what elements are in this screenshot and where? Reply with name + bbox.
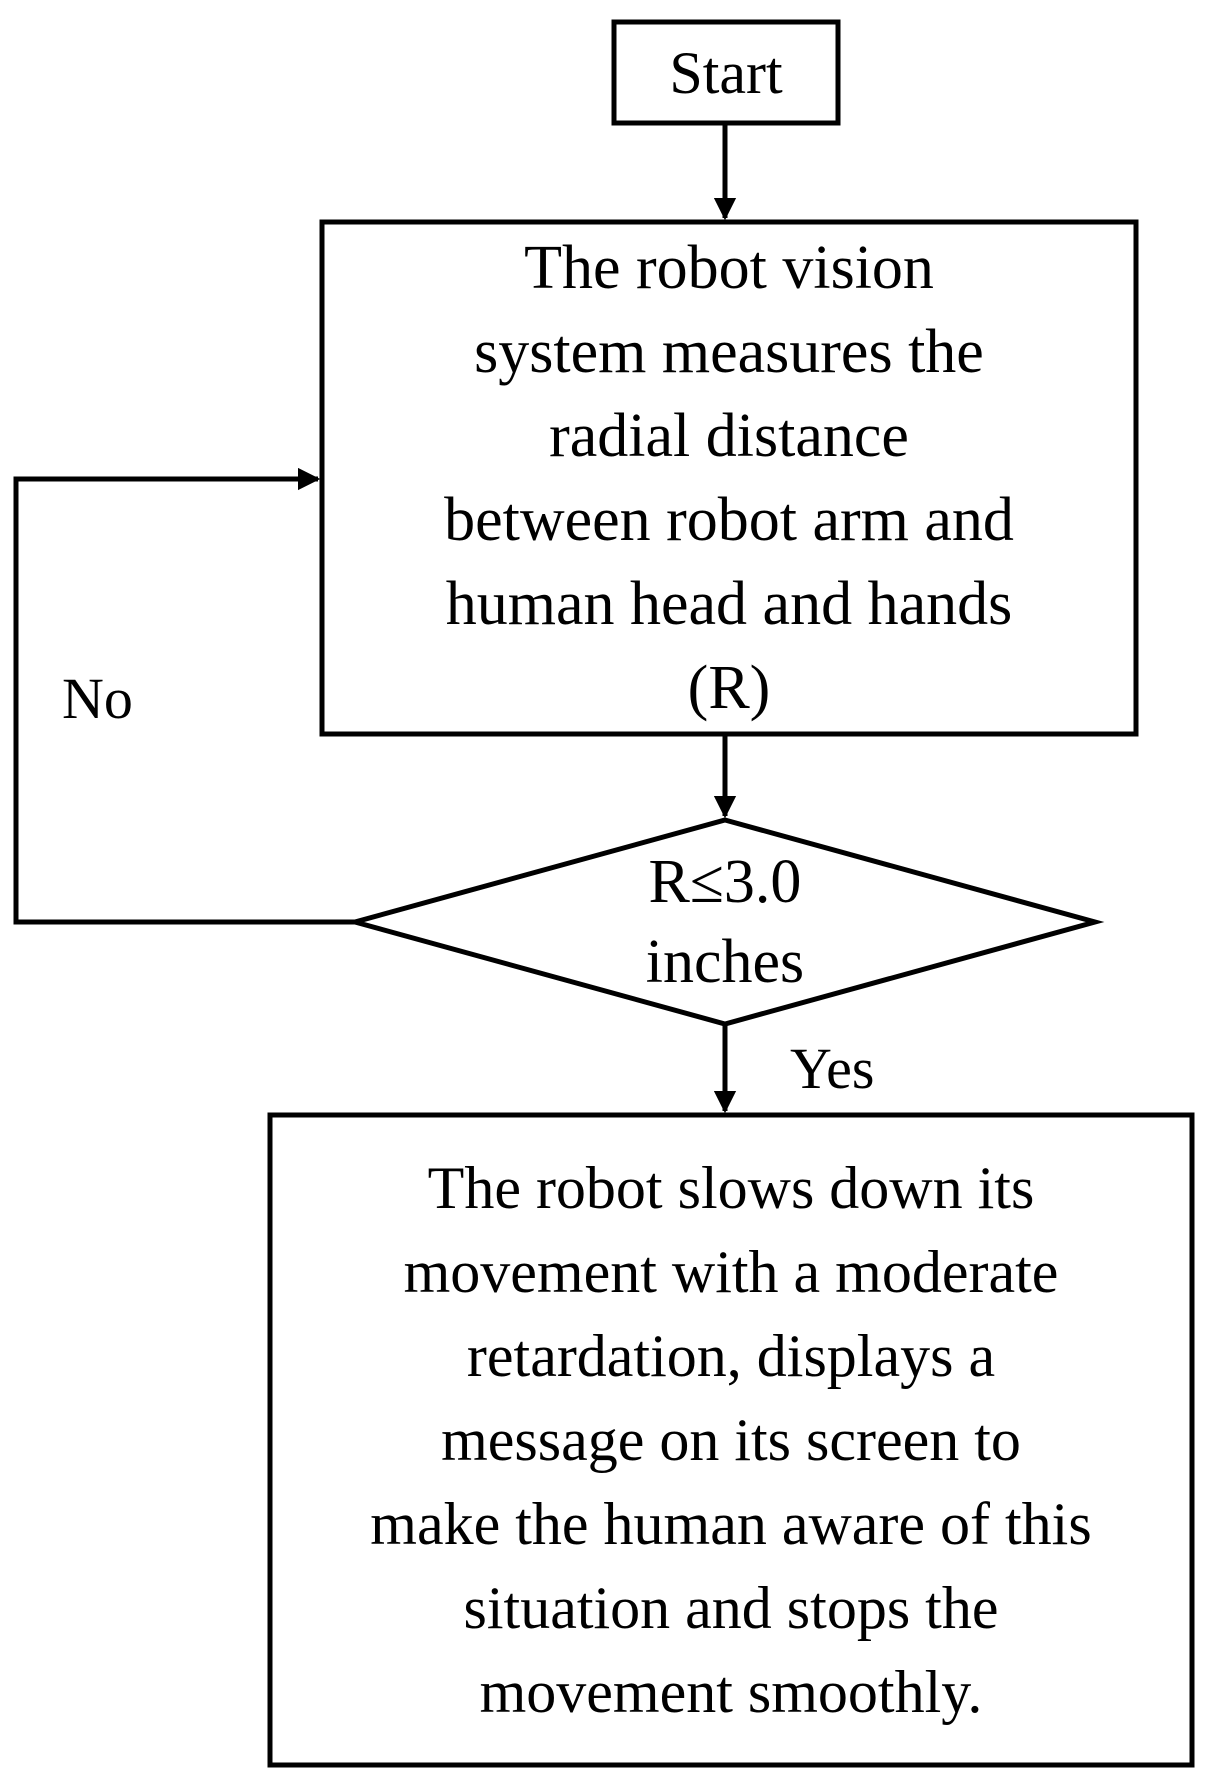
action-line: make the human aware of this <box>370 1491 1092 1557</box>
decision-text: R≤3.0 inches <box>646 842 804 1002</box>
measure-line: between robot arm and <box>444 486 1014 554</box>
measure-line: radial distance <box>549 402 909 470</box>
action-line: movement smoothly. <box>479 1659 983 1725</box>
action-line: situation and stops the <box>463 1575 999 1641</box>
measure-text: The robot vision system measures the rad… <box>444 226 1014 730</box>
start-text: Start <box>669 43 782 103</box>
action-line: movement with a moderate <box>403 1239 1059 1305</box>
measure-line: system measures the <box>474 318 984 386</box>
action-line: retardation, displays a <box>466 1323 996 1389</box>
measure-line: (R) <box>687 654 771 722</box>
yes-label: Yes <box>790 1036 875 1101</box>
action-line: message on its screen to <box>441 1407 1021 1473</box>
decision-line: R≤3.0 <box>648 848 802 916</box>
arrow-no-loop <box>13 467 355 925</box>
action-label: The robot slows down its movement with a… <box>270 1115 1192 1765</box>
start-box <box>611 19 841 126</box>
no-label: No <box>62 666 133 731</box>
measure-line: The robot vision <box>524 234 934 302</box>
start-label: Start <box>614 22 838 123</box>
measure-line: human head and hands <box>445 570 1013 638</box>
measure-label: The robot vision system measures the rad… <box>322 222 1136 734</box>
action-text: The robot slows down its movement with a… <box>370 1146 1091 1734</box>
decision-label: R≤3.0 inches <box>525 840 925 1004</box>
start-line: Start <box>669 39 783 106</box>
action-box <box>267 1112 1195 1768</box>
action-line: The robot slows down its <box>427 1155 1035 1221</box>
decision-line: inches <box>645 928 805 996</box>
measure-box <box>319 219 1139 737</box>
